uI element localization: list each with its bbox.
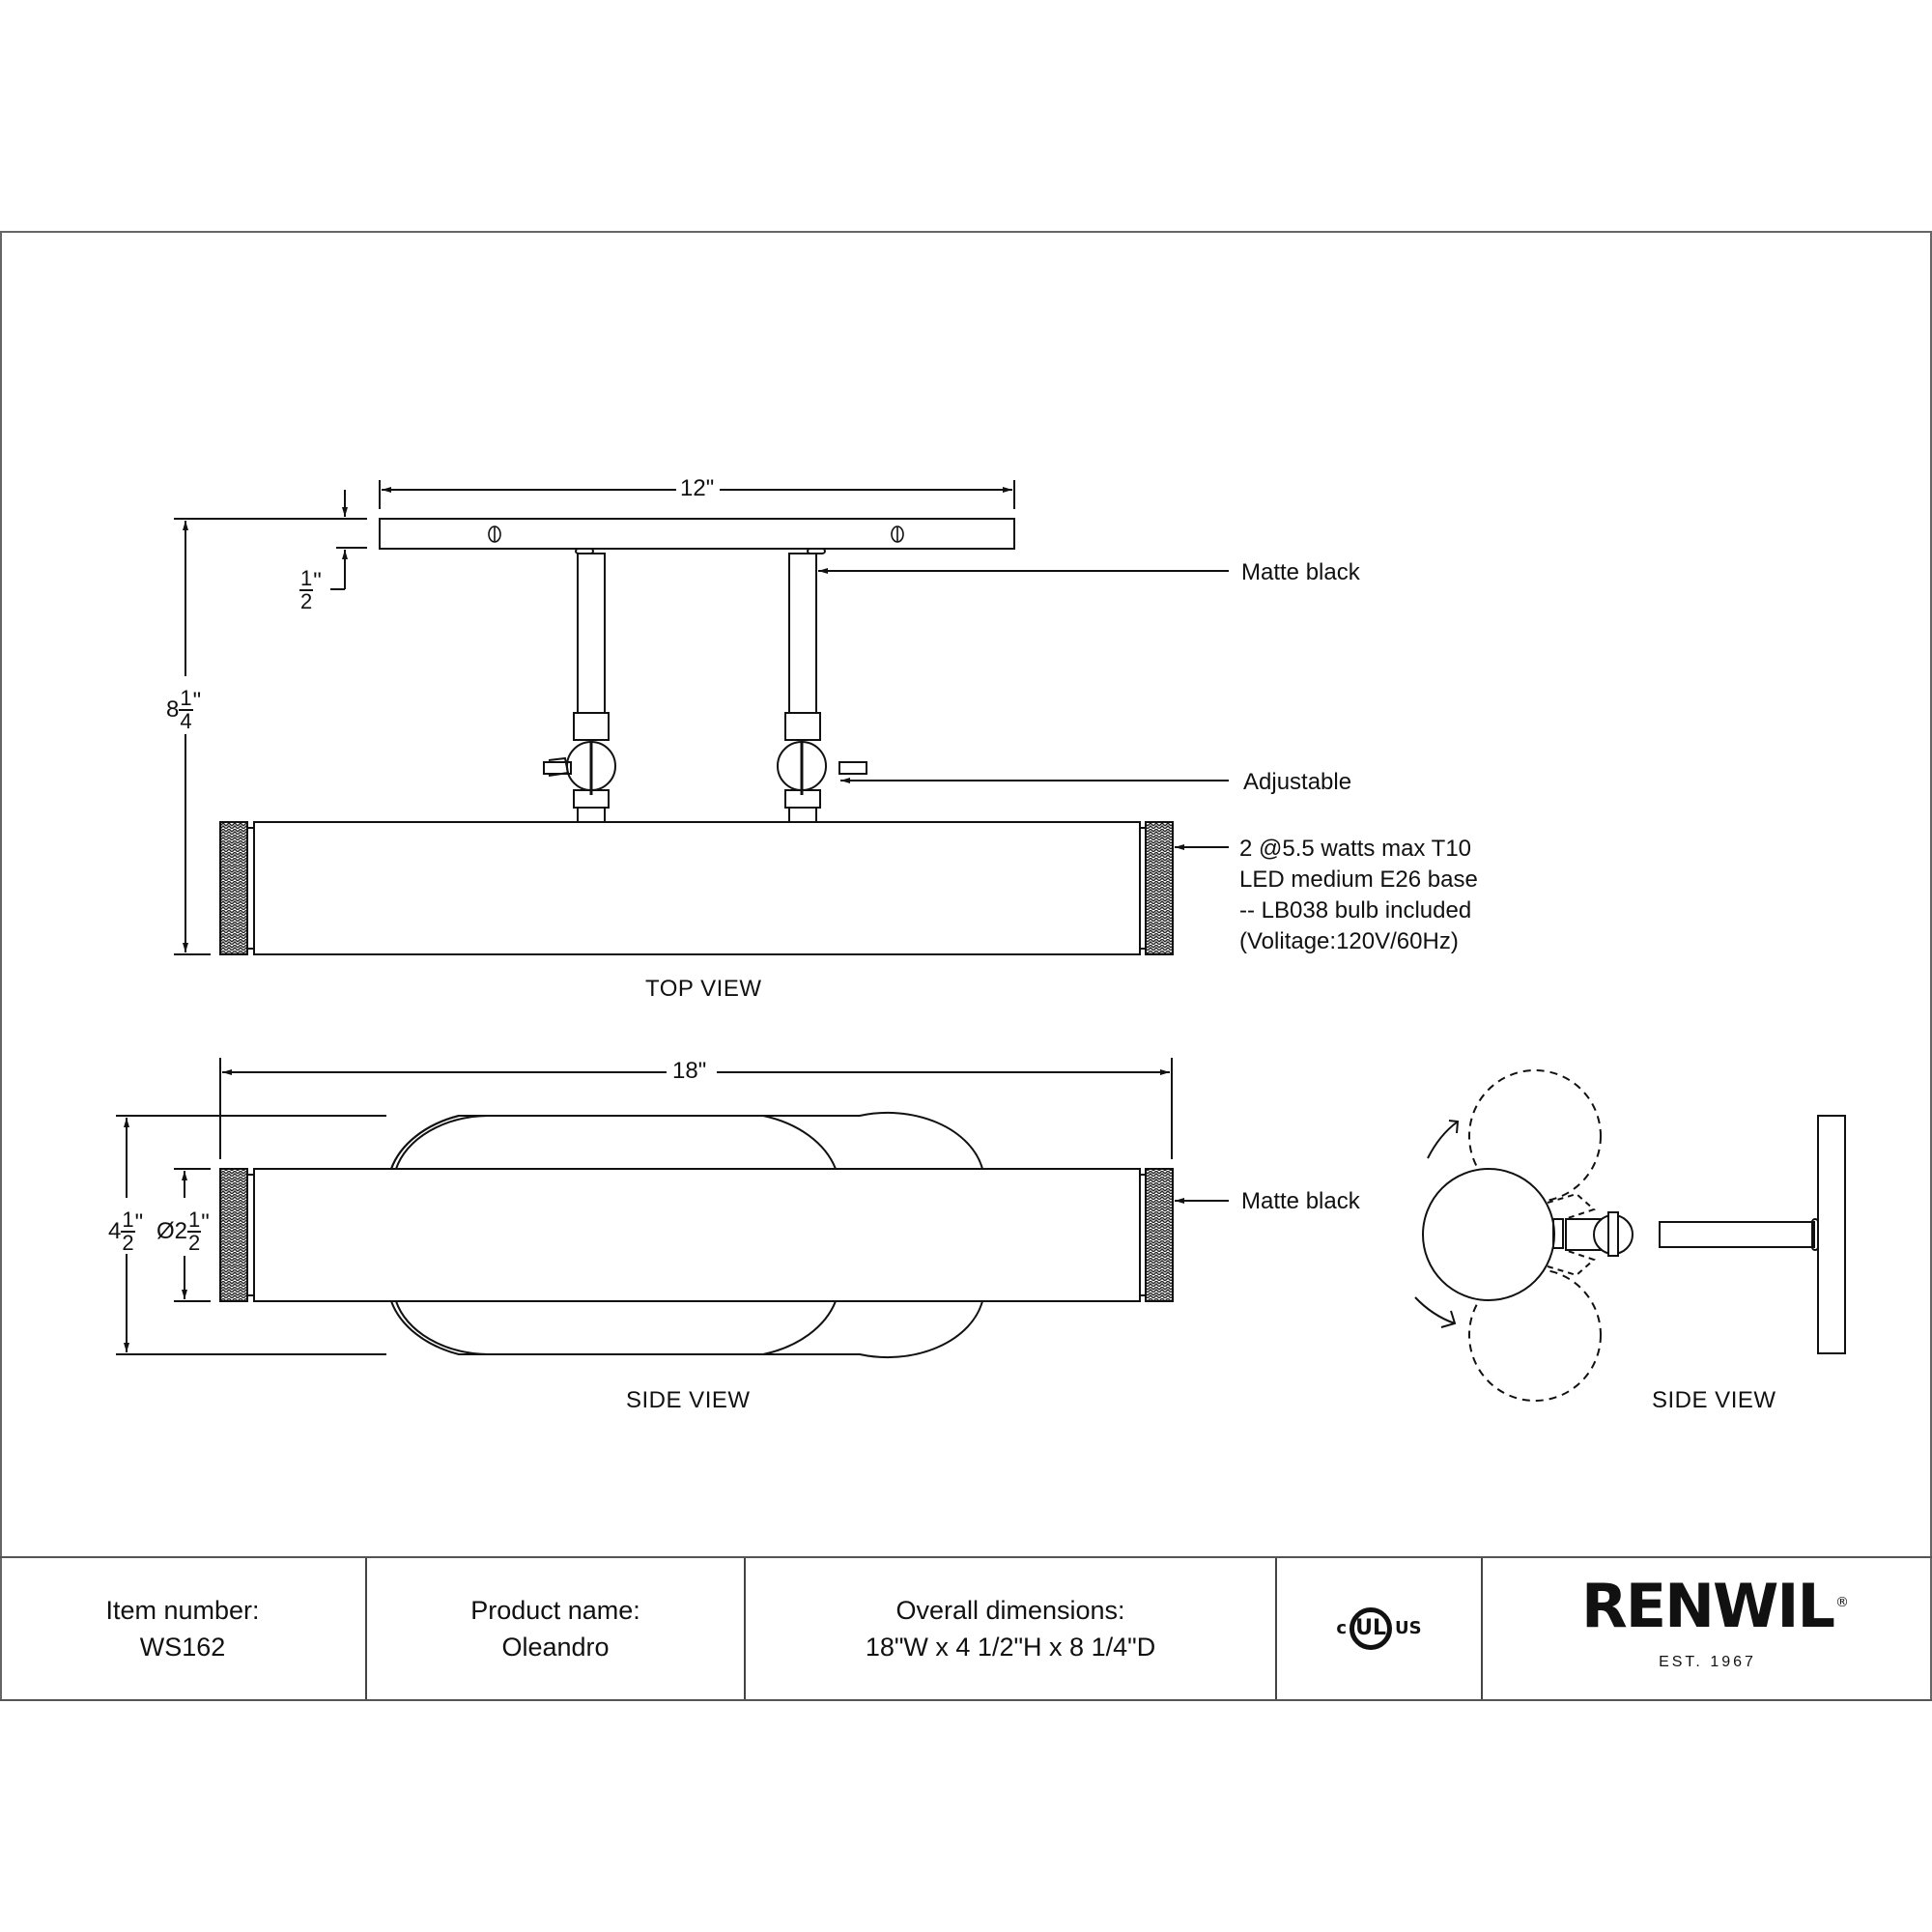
overall-dimensions-label: Overall dimensions: bbox=[895, 1596, 1125, 1625]
top-view-drawing bbox=[174, 480, 1229, 955]
finish-callout-side: Matte black bbox=[1241, 1188, 1360, 1214]
side-view-front-drawing bbox=[116, 1058, 1229, 1359]
item-number-value: WS162 bbox=[139, 1633, 226, 1662]
certification-cell: c UL US bbox=[1277, 1558, 1483, 1699]
brand-logo: RENWIL® bbox=[1581, 1571, 1849, 1641]
cul-us-listed-icon: c UL US bbox=[1336, 1607, 1422, 1650]
brand-tagline: EST. 1967 bbox=[1659, 1654, 1756, 1670]
title-block: Item number: WS162 Product name: Oleandr… bbox=[0, 1556, 1932, 1701]
item-number-label: Item number: bbox=[105, 1596, 260, 1625]
overall-dimensions-value: 18"W x 4 1/2"H x 8 1/4"D bbox=[865, 1633, 1156, 1662]
brand-cell: RENWIL® EST. 1967 bbox=[1483, 1558, 1932, 1699]
product-name-cell: Product name: Oleandro bbox=[367, 1558, 746, 1699]
finish-callout-top: Matte black bbox=[1241, 559, 1360, 585]
side-view-profile-drawing bbox=[1414, 1069, 1846, 1402]
item-number-cell: Item number: WS162 bbox=[0, 1558, 367, 1699]
side-view-profile-label: SIDE VIEW bbox=[1652, 1387, 1776, 1413]
overall-dimensions-cell: Overall dimensions: 18"W x 4 1/2"H x 8 1… bbox=[746, 1558, 1277, 1699]
side-width-dimension: 18" bbox=[668, 1058, 711, 1085]
lamp-spec-callout: 2 @5.5 watts max T10 LED medium E26 base… bbox=[1239, 836, 1478, 954]
adjustable-callout: Adjustable bbox=[1243, 769, 1352, 795]
side-view-label: SIDE VIEW bbox=[626, 1387, 751, 1413]
product-name-label: Product name: bbox=[470, 1596, 640, 1625]
top-view-label: TOP VIEW bbox=[645, 976, 762, 1002]
top-width-dimension: 12" bbox=[676, 475, 719, 502]
product-name-value: Oleandro bbox=[501, 1633, 610, 1662]
